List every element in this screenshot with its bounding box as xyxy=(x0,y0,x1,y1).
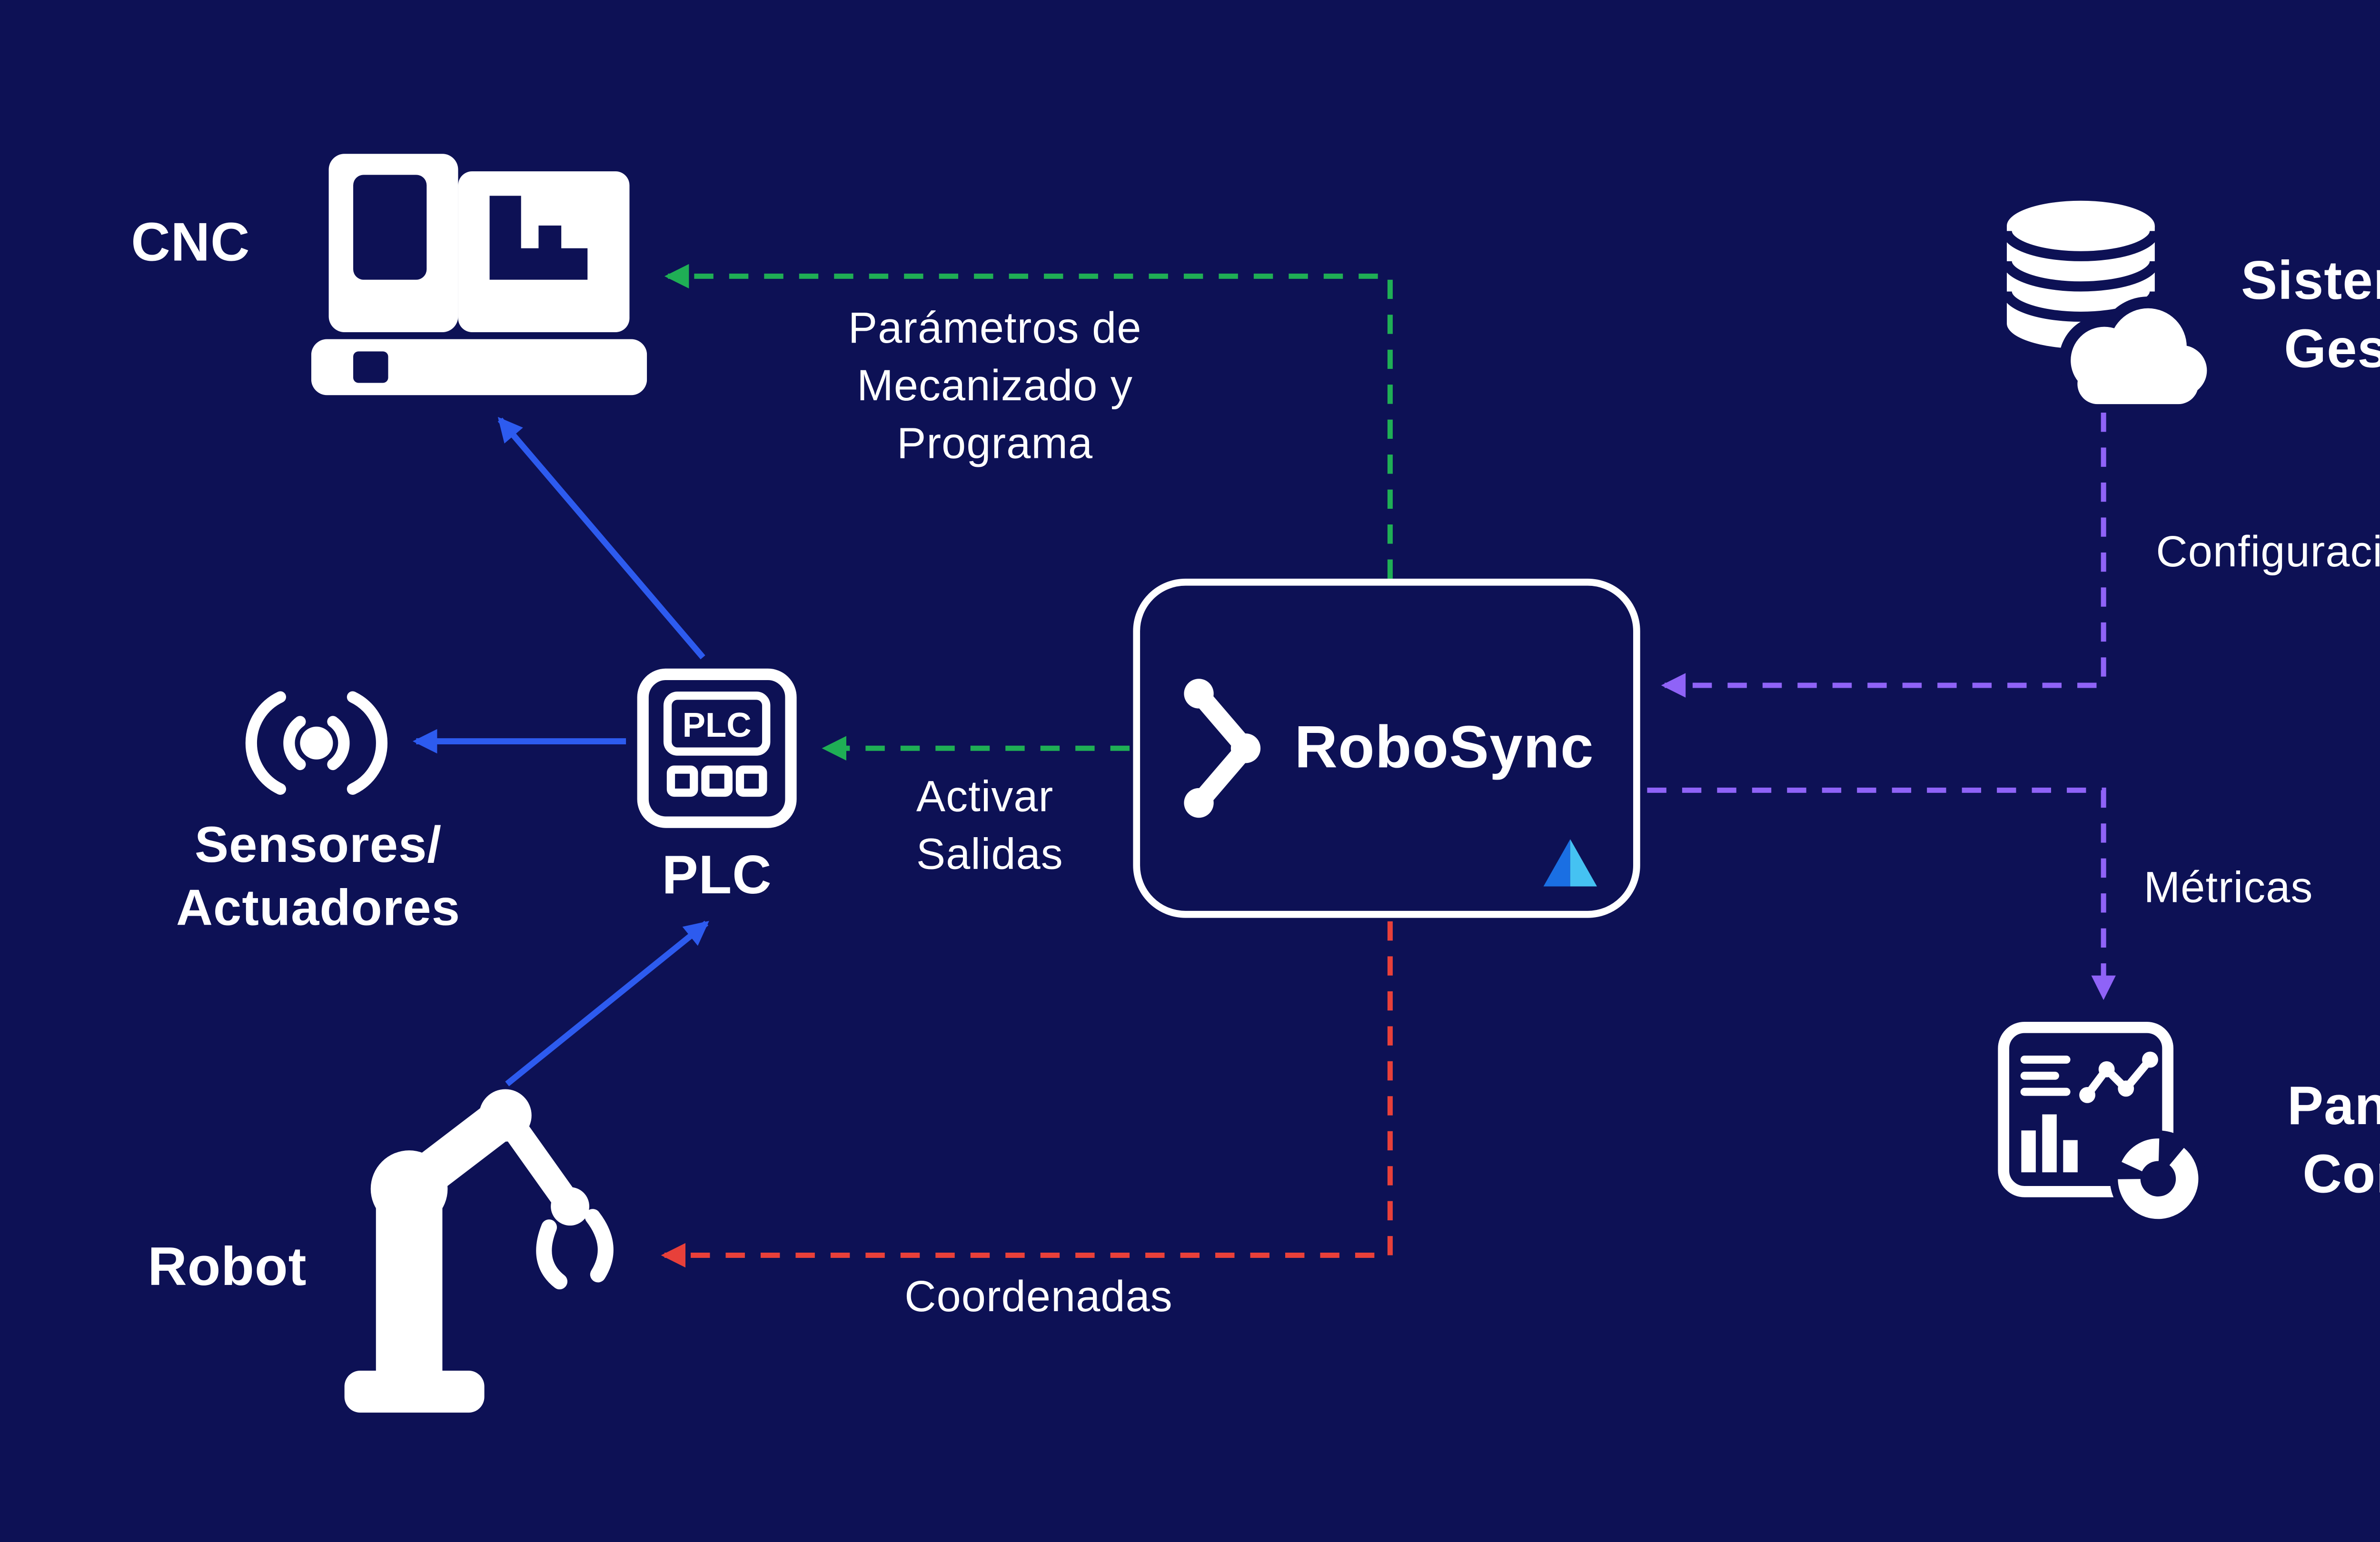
database-cloud-icon xyxy=(1993,192,2219,411)
cnc-machine-icon xyxy=(311,150,647,399)
edge-robot-to-plc xyxy=(505,920,709,1087)
edge-label-activar-salidas: Activar Salidas xyxy=(916,772,1063,880)
edge-label-configuracion: Configuración xyxy=(2156,528,2380,577)
plc-icon: PLC xyxy=(635,666,799,830)
panel-label: Panel de Control xyxy=(2287,1075,2380,1205)
plc-icon-text: PLC xyxy=(683,706,752,744)
edge-hub-to-panel xyxy=(1647,787,2116,1000)
edge-plc-to-cnc xyxy=(497,417,705,660)
triangle-badge-icon xyxy=(1543,839,1597,887)
plc-label: PLC xyxy=(662,844,772,906)
cnc-label: CNC xyxy=(131,211,250,273)
hub-title: RoboSync xyxy=(1294,714,1594,781)
edge-label-coordenadas: Coordenadas xyxy=(904,1273,1173,1322)
dashboard-icon xyxy=(1997,1021,2207,1227)
edge-management-to-hub xyxy=(1661,412,2106,698)
edge-label-parametros: Parámetros de Mecanizado y Programa xyxy=(848,304,1142,469)
sensors-label: Sensores/ Actuadores xyxy=(176,818,461,938)
robosync-hub: RoboSync xyxy=(1133,578,1640,918)
edge-label-metricas: Métricas xyxy=(2143,863,2313,913)
management-label: Sistema de Gestión xyxy=(2241,250,2380,379)
robot-arm-icon xyxy=(337,1080,635,1416)
robot-label: Robot xyxy=(148,1236,307,1297)
chevron-logo-icon xyxy=(1184,679,1261,818)
edge-hub-to-robot xyxy=(661,921,1393,1268)
sensor-waves-icon xyxy=(234,675,398,811)
